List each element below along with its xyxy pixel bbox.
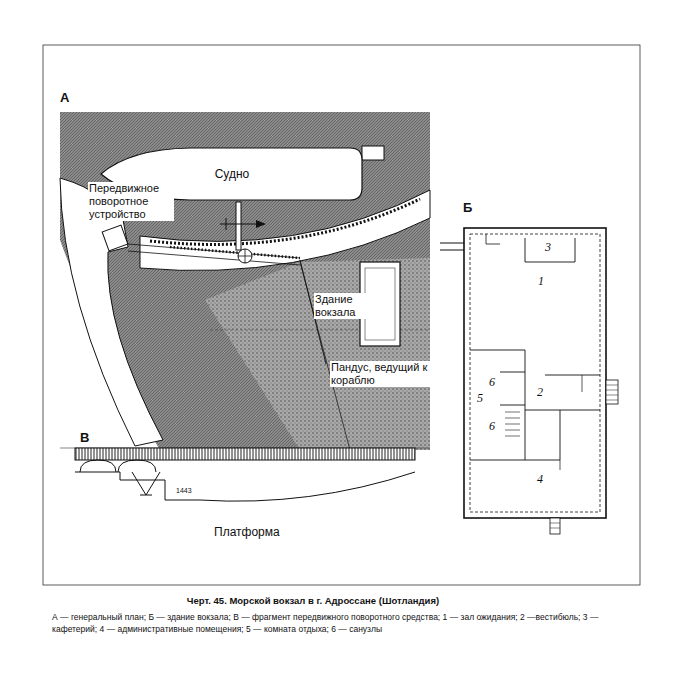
callout-number: 6 [489,419,495,433]
caption-legend: А — генеральный план; Б — здание вокзала… [52,612,624,636]
panel-letter: А [60,90,69,105]
device-label: Передвижное поворотное устройство [88,182,174,221]
building-label: Здание вокзала [314,293,366,319]
panel-letter: Б [463,200,472,215]
callout-number: 6 [489,375,495,389]
dimension: 1443 [176,487,192,495]
callout-number: 4 [537,472,543,486]
figure-caption: Черт. 45. Морской вокзал в г. Адроссане … [43,595,583,606]
ship-label: Судно [100,167,364,181]
panel-letter: В [80,430,89,445]
callout-number: 5 [477,391,483,405]
platform-label: Платформа [214,525,280,539]
ramp-label: Пандус, ведущий к кораблю [330,361,430,387]
callout-number: 1 [538,274,544,288]
callout-number: 3 [545,240,551,254]
callout-number: 2 [537,385,543,399]
ship-text-wrap: Судно [100,146,364,181]
